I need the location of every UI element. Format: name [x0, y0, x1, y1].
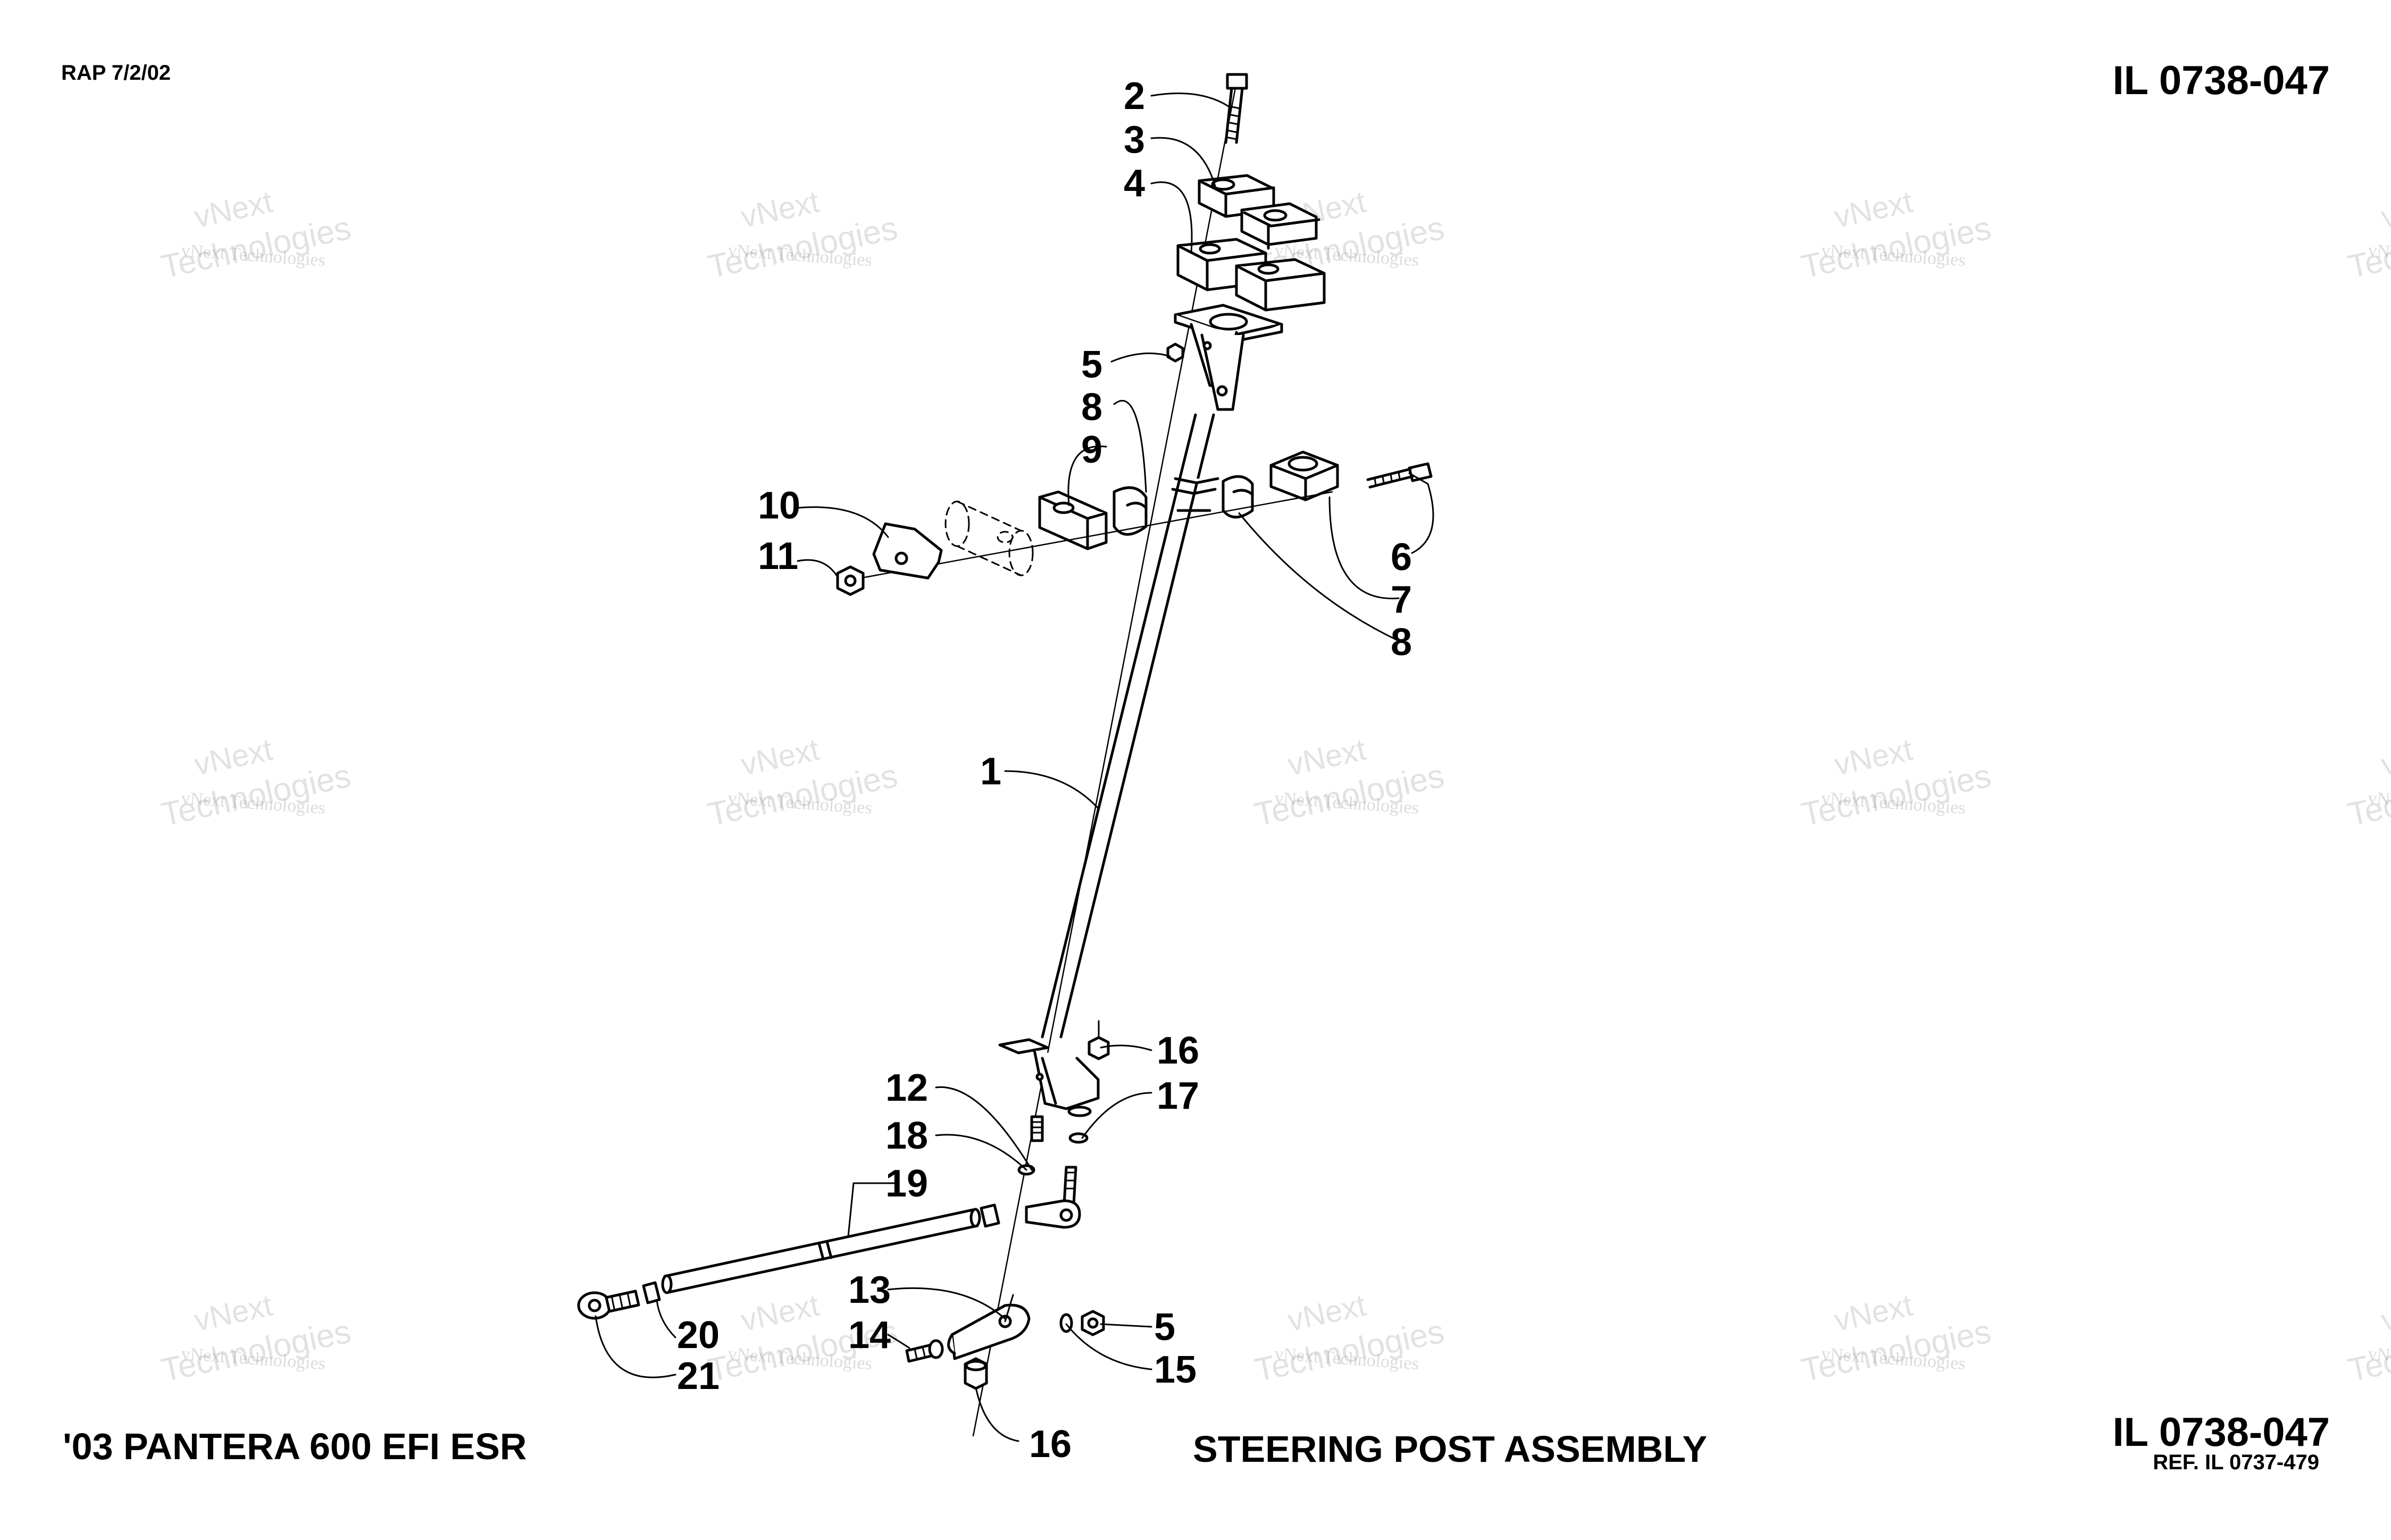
callout-16-upper: 16: [1157, 1030, 1199, 1072]
part-8-bushing-right: [1222, 475, 1254, 518]
post-lower-bracket: [998, 1038, 1100, 1117]
part-5-nut-upper: [1166, 342, 1184, 363]
part-12-stud: [1030, 1115, 1044, 1142]
reference-number: REF. IL 0737-479: [2153, 1451, 2319, 1474]
part-14-bolt: [905, 1339, 944, 1363]
part-19-tie-rod: [661, 1208, 981, 1294]
part-8-bushing-left: [1113, 486, 1148, 536]
callout-7: 7: [1391, 579, 1412, 621]
part-17-washer: [1068, 1132, 1089, 1144]
part-9-bushing-block: [1038, 490, 1108, 550]
callout-14: 14: [848, 1314, 891, 1357]
callout-21: 21: [677, 1355, 720, 1397]
watermark-vnext: vNext: [2378, 732, 2391, 782]
part-7-clamp-cap-right: [1269, 450, 1339, 501]
illustration-number-bottom: IL 0738-047: [2112, 1410, 2330, 1455]
part-16-nut-lower: [964, 1357, 988, 1390]
diagram-title: STEERING POST ASSEMBLY: [1193, 1428, 1708, 1470]
post-top-plate: [1174, 304, 1283, 411]
callout-12: 12: [885, 1067, 928, 1109]
part-13-lower-bracket: [947, 1294, 1031, 1360]
phantom-tube-section: [944, 500, 1034, 576]
leader-lines: [595, 93, 1434, 1442]
part-5-nut-lower: [1081, 1310, 1105, 1336]
callout-5-upper: 5: [1081, 344, 1102, 386]
callout-20: 20: [677, 1314, 720, 1357]
callout-15: 15: [1154, 1349, 1197, 1391]
callout-9: 9: [1081, 429, 1102, 471]
illustration-number-top: IL 0738-047: [2112, 58, 2330, 103]
callout-1: 1: [980, 750, 1001, 793]
callout-6: 6: [1391, 536, 1412, 579]
callout-4: 4: [1124, 162, 1145, 205]
parts-drawing: [577, 73, 1434, 1442]
callout-19: 19: [885, 1162, 928, 1205]
callout-13: 13: [848, 1269, 891, 1311]
part-6-bolt-right: [1366, 462, 1433, 489]
steering-axis-line: [972, 79, 1238, 1437]
part-10-bracket: [872, 522, 943, 580]
tie-rod-end-right: [1025, 1166, 1081, 1229]
revision-stamp: RAP 7/2/02: [61, 61, 171, 85]
callout-3: 3: [1124, 119, 1145, 161]
part-11-nut: [836, 565, 865, 596]
callout-8-left: 8: [1081, 386, 1102, 429]
part-2-bolt: [1224, 73, 1248, 144]
callout-17: 17: [1157, 1075, 1199, 1117]
part-16-nut-upper: [1088, 1020, 1110, 1060]
part-20-jam-nut: [642, 1281, 661, 1304]
watermark-vnext: vNext: [2378, 185, 2391, 235]
part-3-clamp-cap: [1198, 174, 1320, 250]
callout-11: 11: [758, 535, 798, 577]
callout-16-lower: 16: [1029, 1423, 1072, 1466]
part-4-clamp-block: [1176, 238, 1326, 312]
callout-8-right: 8: [1391, 621, 1412, 664]
watermark-vnext: vNext: [2378, 1288, 2391, 1338]
part-21-tie-rod-end-left: [577, 1290, 640, 1320]
callout-5-lower: 5: [1154, 1306, 1175, 1349]
part-19-jam-nut: [980, 1203, 1000, 1228]
model-name: '03 PANTERA 600 EFI ESR: [63, 1426, 527, 1467]
callout-2: 2: [1124, 75, 1145, 118]
callout-18: 18: [885, 1115, 928, 1157]
callout-10: 10: [758, 484, 800, 527]
callout-labels: 2 3 4 5 8 9 10 11 6 7 8 1 16 17 12 18 19…: [677, 75, 1412, 1466]
